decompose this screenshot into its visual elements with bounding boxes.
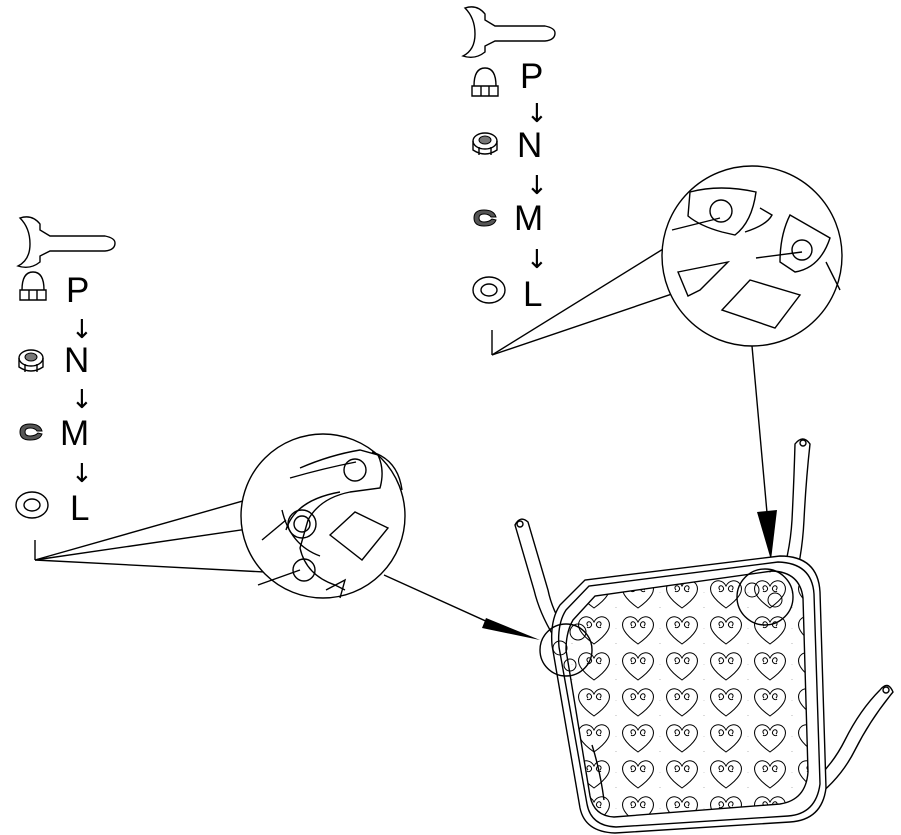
spring-washer-icon <box>19 423 43 441</box>
sequence-arrow: ↓ <box>526 245 548 275</box>
hardware-label-n: N <box>64 341 89 380</box>
hardware-label-p: P <box>66 271 89 310</box>
chair-leg-right-bottom <box>804 684 894 802</box>
hardware-label-l: L <box>523 275 542 314</box>
left-detail-magnifier <box>240 433 406 599</box>
sequence-arrow: ↓ <box>526 171 548 201</box>
seat-cushion <box>565 570 809 818</box>
wrench-icon <box>461 6 556 59</box>
hardware-label-l: L <box>70 489 89 528</box>
wrench-icon <box>16 216 116 269</box>
cap-nut-icon <box>471 67 499 97</box>
sequence-arrow: ↓ <box>526 99 548 129</box>
flat-washer-icon <box>472 276 506 304</box>
left-hardware-group: P ↓ N ↓ M ↓ L <box>15 216 353 575</box>
bracket-location-left <box>539 623 593 677</box>
bracket-location-right <box>736 568 794 626</box>
hardware-label-n: N <box>517 126 542 165</box>
hardware-label-p: P <box>520 57 543 96</box>
right-detail-magnifier <box>661 165 843 347</box>
sequence-arrow: ↓ <box>71 315 93 345</box>
sequence-arrow: ↓ <box>71 385 93 415</box>
cap-nut-icon <box>19 271 47 301</box>
sequence-arrow: ↓ <box>71 459 93 489</box>
spring-washer-icon <box>473 209 497 227</box>
leader-arrow-right <box>751 345 777 560</box>
lock-nut-icon <box>472 132 498 155</box>
hardware-label-m: M <box>60 414 89 453</box>
leader-arrow-left <box>383 574 540 640</box>
lock-nut-icon <box>18 349 44 372</box>
hardware-label-m: M <box>514 199 543 238</box>
chair-illustration <box>514 438 894 834</box>
flat-washer-icon <box>15 491 49 519</box>
